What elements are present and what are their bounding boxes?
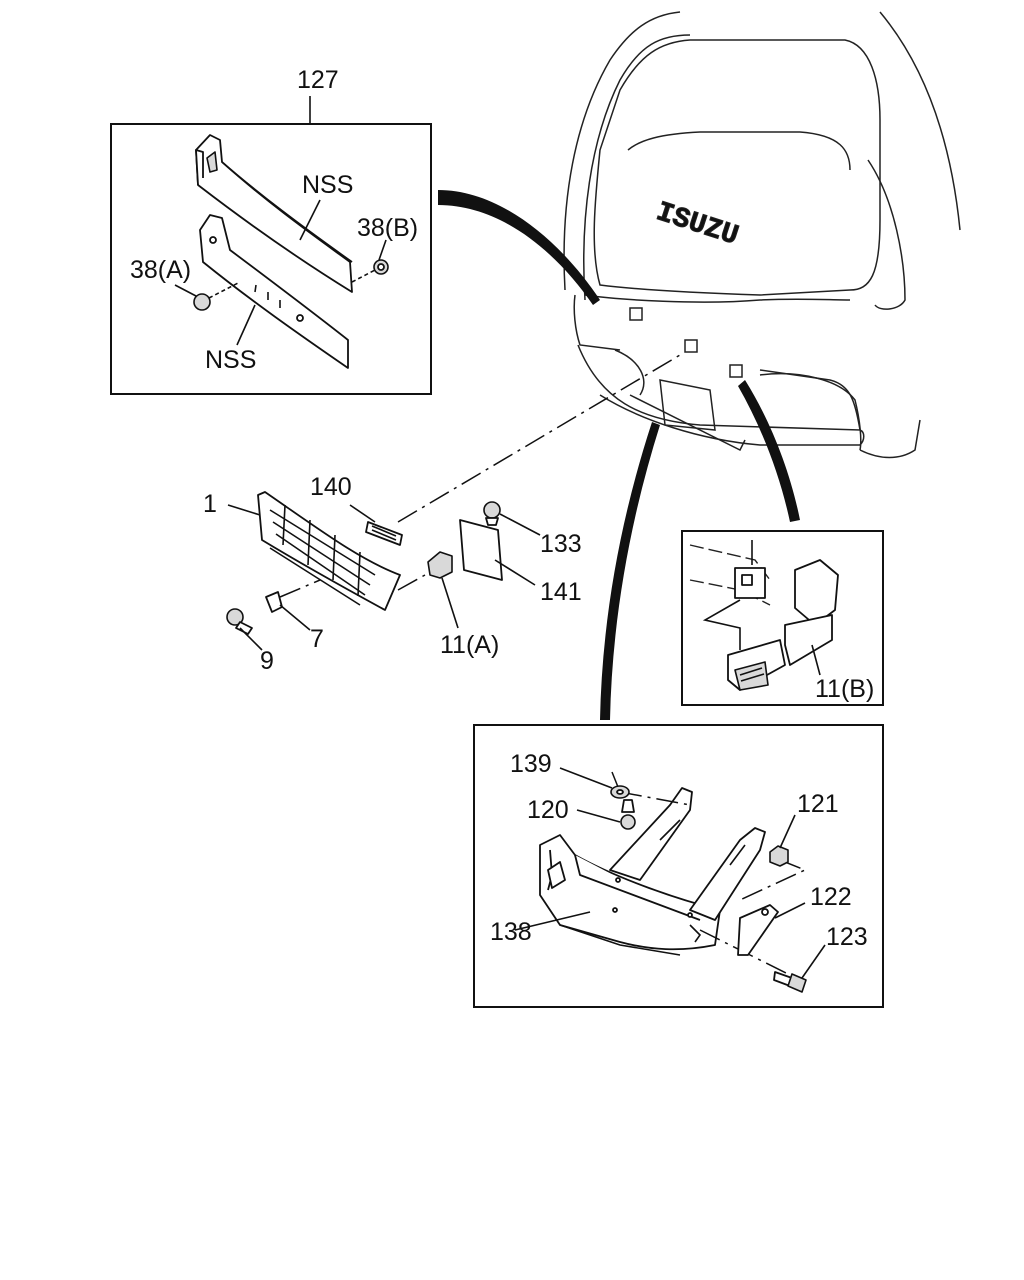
leader-to-skid-inset <box>600 422 660 720</box>
clip-7-icon <box>265 591 283 613</box>
emblem-140-icon <box>365 521 403 546</box>
callout-140: 140 <box>310 473 352 501</box>
brand-mark: ISUZU <box>652 197 741 252</box>
callout-123: 123 <box>826 923 868 951</box>
callout-138: 138 <box>490 918 532 946</box>
skid-plate-138 <box>539 787 766 956</box>
nut-121-icon <box>769 845 789 867</box>
callout-127: 127 <box>297 66 339 94</box>
assembly-line <box>397 354 681 523</box>
inset-box-11b <box>681 530 884 706</box>
bracket-11a-icon <box>427 551 453 579</box>
callout-120: 120 <box>527 796 569 824</box>
callout-11b: 11(B) <box>815 675 874 703</box>
callout-9: 9 <box>260 647 274 675</box>
inset-box-skid-plate <box>473 724 884 1008</box>
bracket-122-icon <box>737 904 779 956</box>
leader-to-clip-inset <box>738 380 800 522</box>
leader-to-grille-inset <box>438 190 600 305</box>
bolt-123-icon <box>773 971 807 993</box>
truck-front-view: ISUZU <box>563 11 961 459</box>
callout-121: 121 <box>797 790 839 818</box>
bolt-120-icon <box>620 799 636 830</box>
callout-141: 141 <box>540 578 582 606</box>
clip-38a-icon <box>193 293 211 311</box>
callout-11a: 11(A) <box>440 631 499 659</box>
callout-1: 1 <box>203 490 217 518</box>
callout-133: 133 <box>540 530 582 558</box>
callout-139: 139 <box>510 750 552 778</box>
pad-141-icon <box>459 519 503 581</box>
screw-133-icon <box>483 501 501 526</box>
grille-bar-assembly <box>195 134 353 369</box>
callout-7: 7 <box>310 625 324 653</box>
screw-9-icon <box>226 608 253 635</box>
callout-38a: 38(A) <box>130 256 191 284</box>
callout-122: 122 <box>810 883 852 911</box>
bracket-11b-detail <box>689 540 839 691</box>
callout-nss-lower: NSS <box>205 346 256 374</box>
inset-box-127 <box>110 123 432 395</box>
callout-nss-upper: NSS <box>302 171 353 199</box>
grille-1 <box>257 491 401 611</box>
callout-38b: 38(B) <box>357 214 418 242</box>
